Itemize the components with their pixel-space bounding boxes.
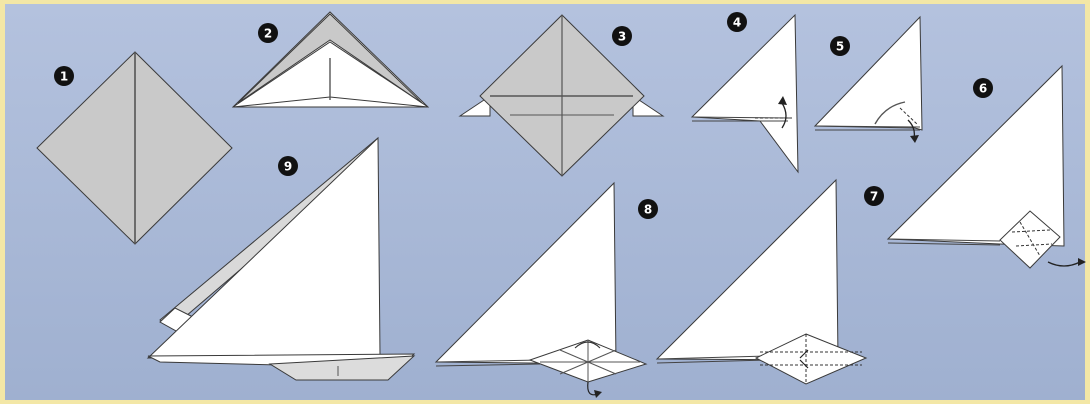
- step-number-9: 9: [284, 160, 292, 174]
- step-number-6: 6: [979, 82, 987, 96]
- step-badge-2: 2: [258, 23, 278, 43]
- step-badge-1: 1: [54, 66, 74, 86]
- step-number-1: 1: [60, 70, 68, 84]
- step-badge-8: 8: [638, 199, 658, 219]
- step-number-3: 3: [618, 30, 626, 44]
- step-badge-4: 4: [727, 12, 747, 32]
- step-badge-6: 6: [973, 78, 993, 98]
- step-number-8: 8: [644, 203, 652, 217]
- step-badge-7: 7: [864, 186, 884, 206]
- step-number-4: 4: [733, 16, 741, 30]
- step-badge-9: 9: [278, 156, 298, 176]
- step-number-5: 5: [836, 40, 844, 54]
- step-badge-3: 3: [612, 26, 632, 46]
- step-number-2: 2: [264, 27, 272, 41]
- step-number-7: 7: [870, 190, 878, 204]
- step-badge-5: 5: [830, 36, 850, 56]
